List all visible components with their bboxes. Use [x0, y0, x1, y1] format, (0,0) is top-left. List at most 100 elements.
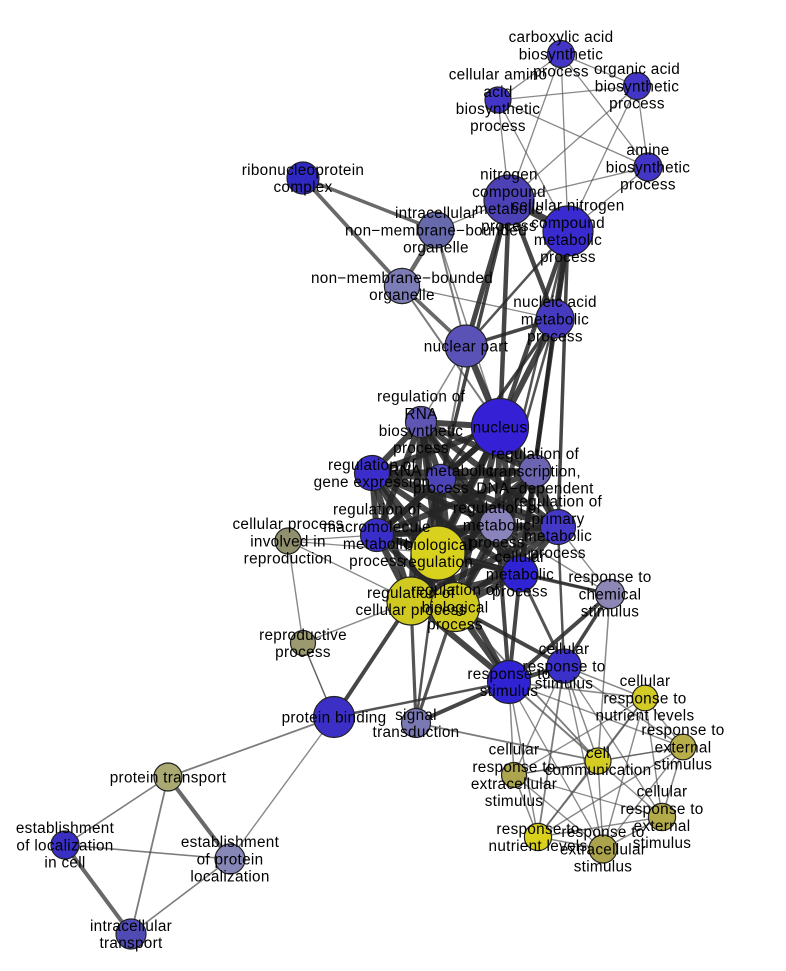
svg-text:gene expression: gene expression — [314, 474, 431, 491]
svg-text:of localization: of localization — [16, 837, 113, 854]
svg-text:biosynthetic: biosynthetic — [606, 159, 690, 176]
svg-text:localization: localization — [190, 869, 269, 886]
svg-text:process: process — [349, 553, 405, 570]
svg-text:compound: compound — [472, 184, 546, 201]
svg-text:regulation of: regulation of — [411, 582, 500, 599]
svg-text:process: process — [481, 218, 537, 235]
svg-text:intracellular: intracellular — [395, 205, 477, 222]
svg-text:cellular nitrogen: cellular nitrogen — [511, 198, 624, 215]
svg-text:process: process — [530, 545, 586, 562]
svg-text:regulation of: regulation of — [333, 502, 422, 519]
svg-text:cellular: cellular — [495, 549, 546, 566]
svg-text:external: external — [655, 739, 712, 756]
svg-text:extracellular: extracellular — [471, 776, 557, 793]
svg-text:metabolic: metabolic — [486, 566, 554, 583]
svg-text:response to: response to — [467, 666, 550, 683]
svg-text:biosynthetic: biosynthetic — [519, 46, 603, 63]
svg-text:regulation of: regulation of — [328, 457, 417, 474]
svg-text:nutrient levels: nutrient levels — [489, 838, 588, 855]
svg-text:stimulus: stimulus — [485, 793, 544, 810]
svg-text:stimulus: stimulus — [633, 835, 692, 852]
svg-text:process: process — [427, 617, 483, 634]
svg-text:regulation: regulation — [403, 554, 473, 571]
svg-text:organelle: organelle — [369, 287, 435, 304]
svg-text:compound: compound — [531, 215, 605, 232]
svg-text:process: process — [533, 64, 589, 81]
svg-text:cellular: cellular — [637, 784, 688, 801]
svg-text:process: process — [393, 440, 449, 457]
svg-text:cellular: cellular — [489, 742, 540, 759]
svg-text:transcription,: transcription, — [489, 463, 581, 480]
svg-text:cellular process: cellular process — [355, 602, 466, 619]
svg-text:stimulus: stimulus — [535, 676, 594, 693]
svg-text:carboxylic acid: carboxylic acid — [509, 29, 614, 46]
svg-text:transduction: transduction — [373, 724, 460, 741]
svg-text:involved in: involved in — [250, 533, 326, 550]
svg-text:primary: primary — [531, 511, 584, 528]
svg-text:biosynthetic: biosynthetic — [456, 101, 540, 118]
svg-text:RNA metabolic: RNA metabolic — [388, 463, 493, 480]
svg-text:intracellular: intracellular — [90, 918, 172, 935]
svg-text:metabolic: metabolic — [475, 201, 543, 218]
svg-text:signal: signal — [395, 707, 437, 724]
svg-text:non−membrane−bounded: non−membrane−bounded — [345, 222, 527, 239]
svg-text:nitrogen: nitrogen — [480, 167, 538, 184]
svg-text:reproduction: reproduction — [244, 551, 333, 568]
svg-text:response to: response to — [568, 569, 651, 586]
svg-text:nucleus: nucleus — [473, 419, 528, 436]
svg-text:process: process — [609, 96, 665, 113]
svg-text:metabolic: metabolic — [463, 517, 531, 534]
svg-text:regulation of: regulation of — [367, 585, 456, 602]
svg-text:process: process — [492, 584, 548, 601]
svg-text:ribonucleoprotein: ribonucleoprotein — [242, 162, 364, 179]
svg-text:establishment: establishment — [181, 834, 280, 851]
svg-text:reproductive: reproductive — [259, 627, 347, 644]
svg-text:process: process — [470, 118, 526, 135]
svg-text:biosynthetic: biosynthetic — [379, 423, 463, 440]
svg-text:macromolecule: macromolecule — [323, 519, 431, 536]
svg-text:process: process — [413, 480, 469, 497]
svg-text:cell: cell — [586, 745, 610, 762]
svg-text:response to: response to — [472, 759, 555, 776]
svg-text:non−membrane−bounded: non−membrane−bounded — [311, 270, 493, 287]
svg-text:protein transport: protein transport — [110, 769, 227, 786]
svg-text:external: external — [634, 818, 691, 835]
svg-text:process: process — [275, 644, 331, 661]
svg-text:organelle: organelle — [403, 240, 469, 257]
svg-text:metabolic: metabolic — [343, 536, 411, 553]
svg-text:process: process — [527, 329, 583, 346]
svg-text:cellular: cellular — [539, 641, 590, 658]
svg-text:cellular: cellular — [620, 673, 671, 690]
svg-text:in cell: in cell — [44, 855, 85, 872]
svg-text:nucleic acid: nucleic acid — [513, 294, 597, 311]
svg-text:biological: biological — [405, 537, 472, 554]
svg-text:complex: complex — [273, 179, 332, 196]
svg-text:establishment: establishment — [16, 820, 115, 837]
svg-text:amine: amine — [626, 142, 669, 159]
svg-text:stimulus: stimulus — [581, 604, 640, 621]
svg-text:process: process — [620, 177, 676, 194]
svg-text:metabolic: metabolic — [534, 232, 602, 249]
svg-text:organic acid: organic acid — [594, 61, 680, 78]
svg-text:of protein: of protein — [197, 851, 264, 868]
svg-text:response to: response to — [641, 722, 724, 739]
svg-text:stimulus: stimulus — [480, 683, 539, 700]
svg-text:response to: response to — [561, 824, 644, 841]
svg-text:communication: communication — [545, 762, 652, 779]
svg-text:response to: response to — [603, 690, 686, 707]
svg-text:protein binding: protein binding — [282, 709, 387, 726]
svg-text:stimulus: stimulus — [574, 859, 633, 876]
svg-text:process: process — [469, 535, 525, 552]
svg-text:regulation of: regulation of — [377, 389, 466, 406]
svg-text:regulation of: regulation of — [514, 494, 603, 511]
svg-text:response to: response to — [620, 801, 703, 818]
svg-text:cellular process: cellular process — [232, 516, 343, 533]
svg-text:extracellular: extracellular — [560, 841, 646, 858]
svg-text:chemical: chemical — [579, 586, 642, 603]
svg-text:response to: response to — [522, 658, 605, 675]
svg-text:biosynthetic: biosynthetic — [595, 78, 679, 95]
svg-text:metabolic: metabolic — [521, 311, 589, 328]
svg-text:acid: acid — [483, 84, 512, 101]
svg-text:process: process — [540, 249, 596, 266]
svg-text:response to: response to — [496, 821, 579, 838]
